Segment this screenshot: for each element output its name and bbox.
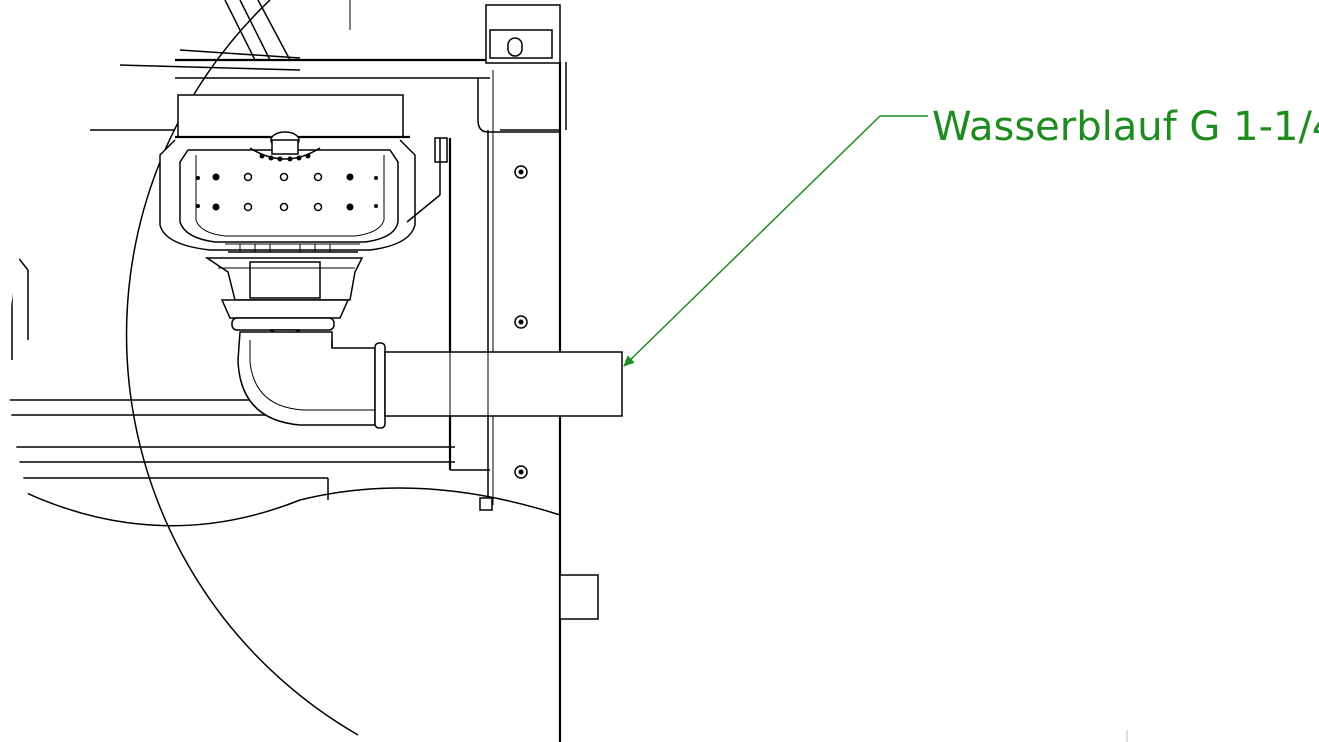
drain-callout-label: Wasserblauf G 1-1/4" xyxy=(932,104,1319,150)
wall-panels xyxy=(406,4,561,511)
callout-leader xyxy=(623,115,928,367)
strainer-bottom-ribs xyxy=(225,243,360,253)
elbow-pipe xyxy=(237,331,386,429)
top-structure xyxy=(90,0,490,131)
left-side-plate xyxy=(11,249,29,360)
break-line xyxy=(8,479,561,527)
drain-outlet-neck xyxy=(204,257,364,338)
drain-strainer-body xyxy=(159,94,416,253)
strainer-holes xyxy=(196,153,378,212)
outlet-pipe xyxy=(384,351,623,417)
detail-contents xyxy=(8,0,623,742)
right-side-panel xyxy=(500,62,599,742)
frame-bars xyxy=(8,399,455,500)
